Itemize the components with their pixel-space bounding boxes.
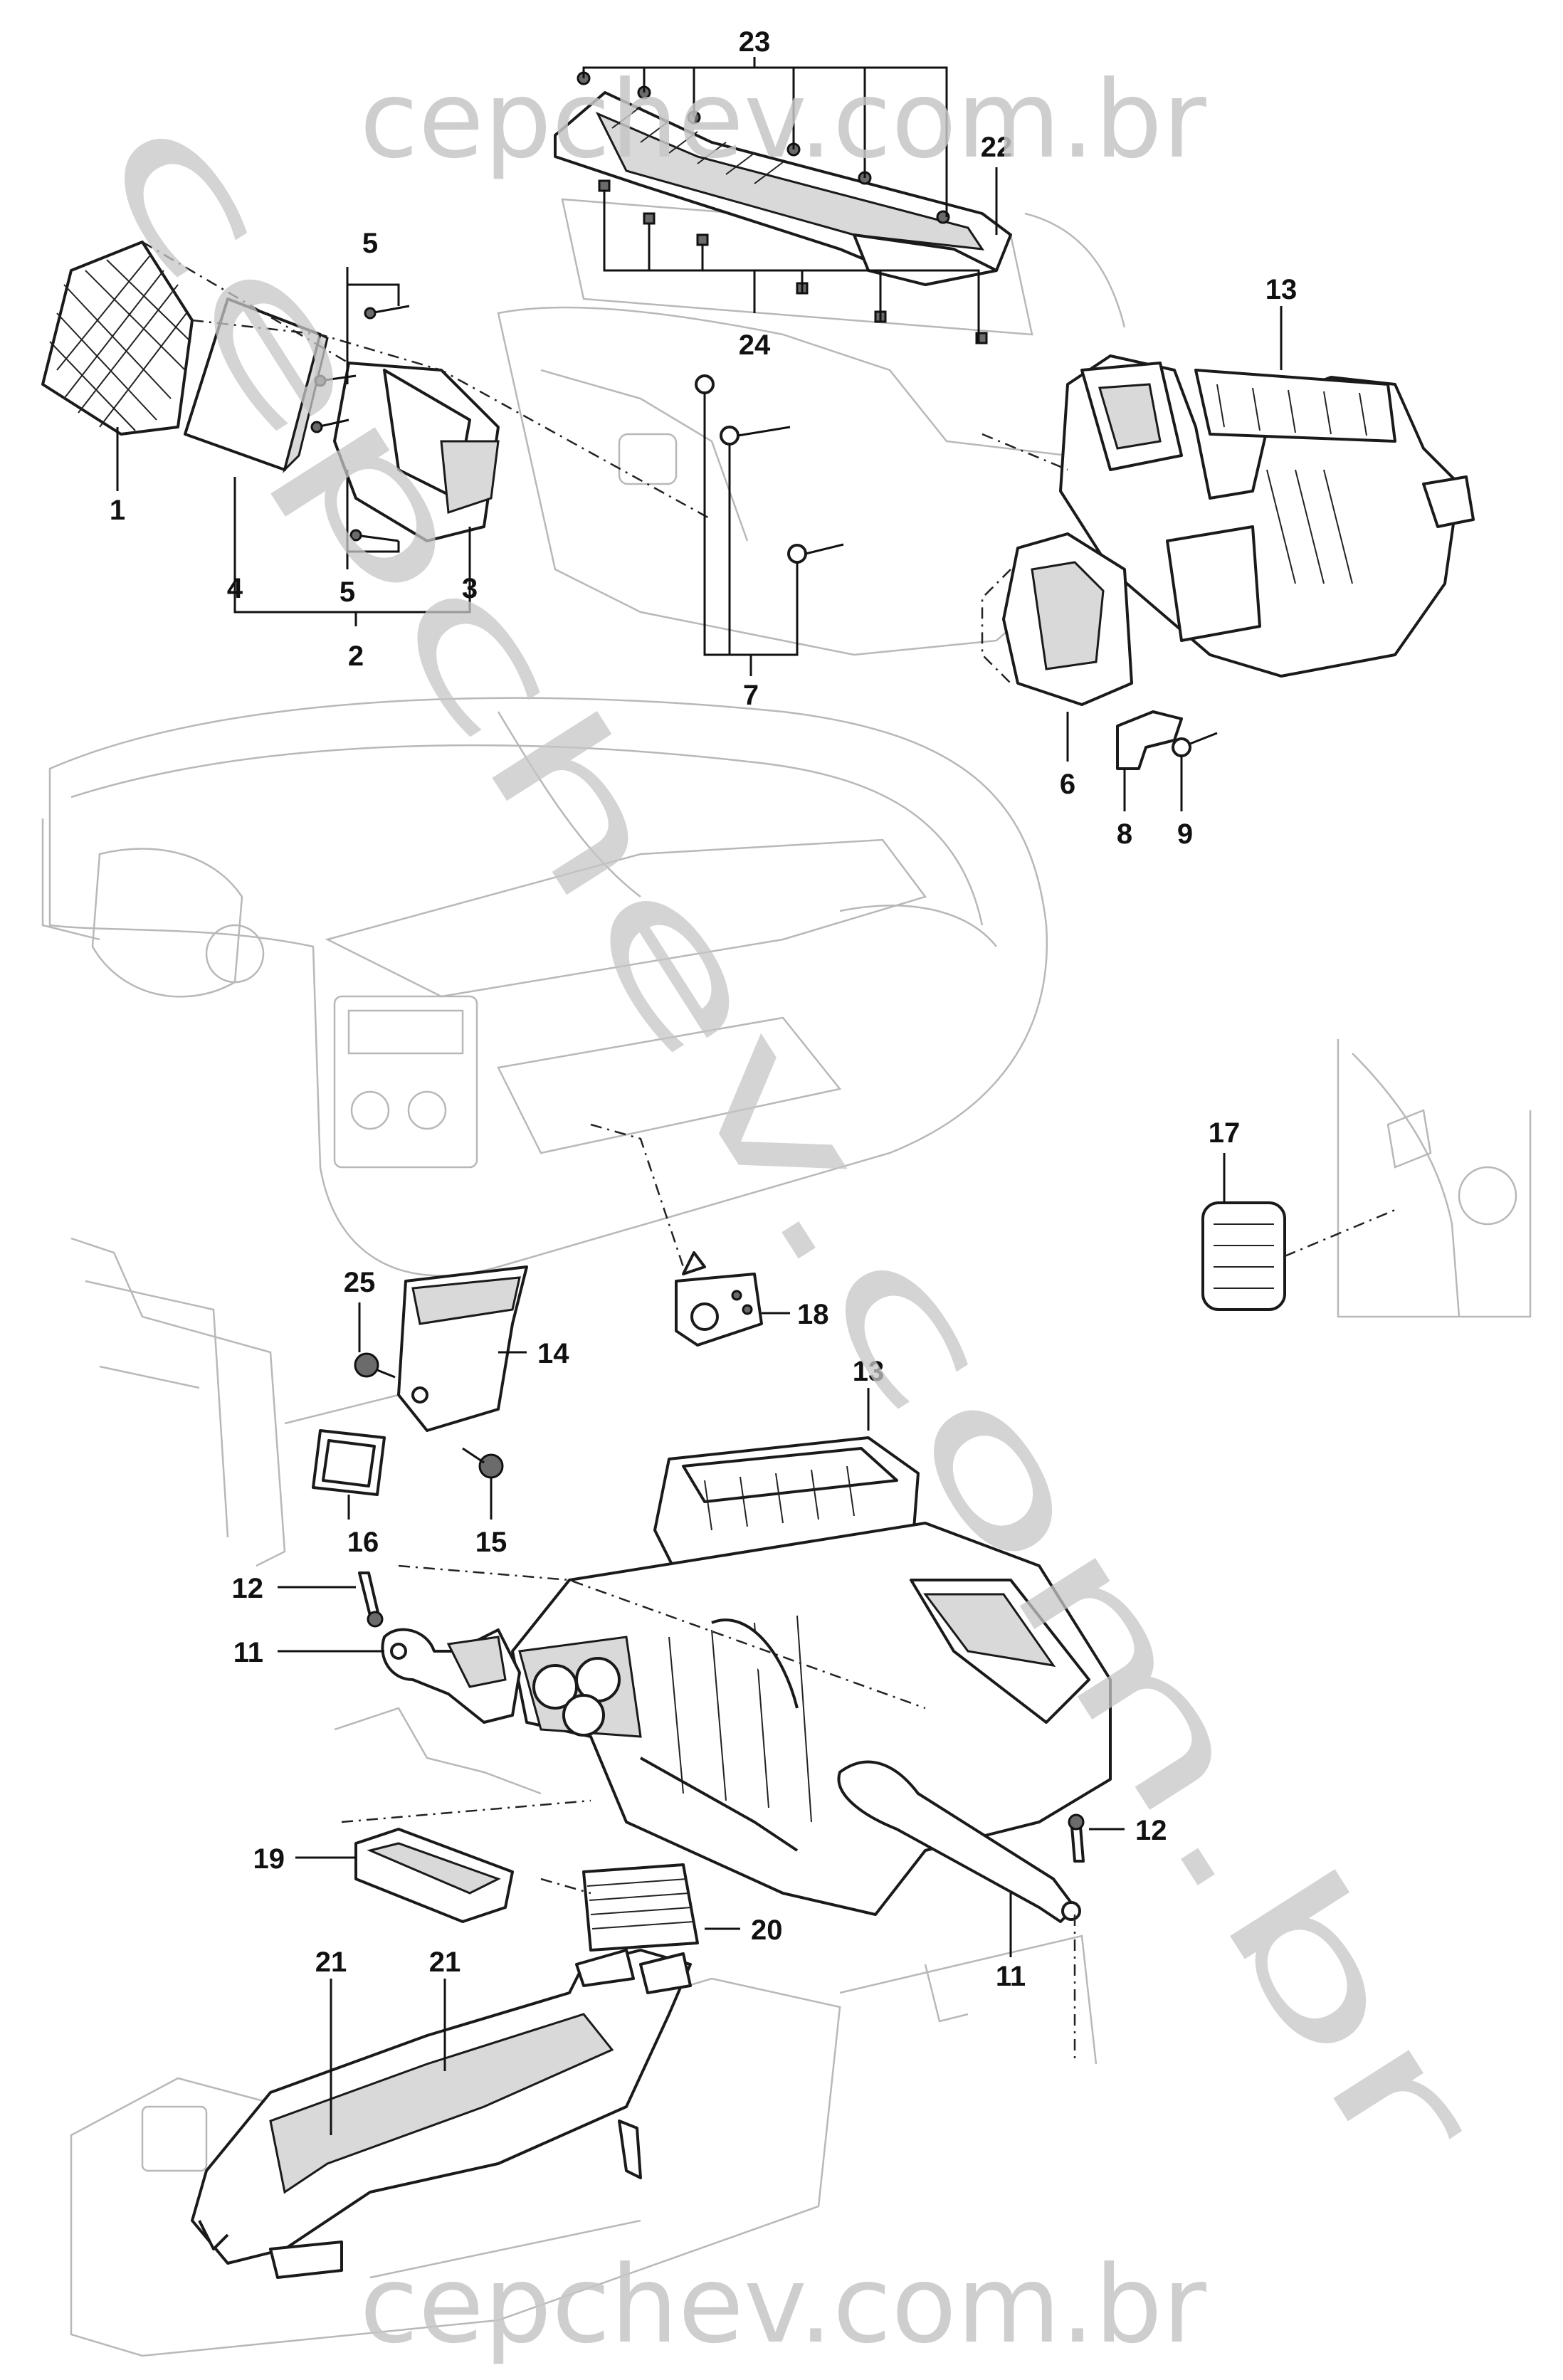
callout-8: 8	[1117, 818, 1132, 850]
air-duct-6	[1002, 532, 1133, 706]
callout-9: 9	[1177, 818, 1193, 850]
hvac-unit-13-lower	[511, 1436, 1112, 1916]
hvac-unit-13-upper	[1059, 354, 1475, 678]
callout-leaders	[116, 167, 1283, 2135]
body-side-ghost-outline	[70, 1237, 1098, 2065]
screws-5	[310, 305, 410, 542]
vent-grille-17	[1201, 1201, 1396, 1311]
callout-2: 2	[348, 641, 364, 672]
callout-25: 25	[344, 1267, 376, 1298]
callout-12-left: 12	[232, 1573, 264, 1604]
callout-6: 6	[1060, 769, 1075, 800]
callout-23: 23	[739, 26, 771, 58]
drain-hose-8	[1116, 710, 1183, 770]
callout-11-right: 11	[996, 1961, 1026, 1992]
floor-tunnel-ghost-outline	[70, 1977, 841, 2357]
callout-21-left: 21	[315, 1947, 347, 1978]
bracket-19	[354, 1828, 514, 1923]
callout-13-lower: 13	[853, 1356, 885, 1387]
duct-14	[397, 1265, 528, 1432]
callout-24: 24	[739, 330, 771, 361]
clip-25	[354, 1352, 396, 1379]
screws-23	[577, 57, 950, 224]
filter-housing-3	[333, 362, 500, 542]
duct-11-left	[334, 1628, 542, 1795]
callout-19: 19	[253, 1843, 285, 1875]
watermark-top: cepchev.com.br	[359, 58, 1206, 182]
callout-7: 7	[743, 680, 759, 711]
callout-21-right: 21	[429, 1947, 461, 1978]
callout-5-top: 5	[362, 228, 378, 259]
clip-12-right	[1068, 1813, 1085, 1863]
cowl-panel-22	[554, 91, 1012, 286]
duct-seal-20	[582, 1863, 699, 1952]
screw-15	[462, 1447, 504, 1479]
duct-11-right	[837, 1760, 1081, 1923]
callout-5-bottom: 5	[340, 576, 355, 608]
screws-24	[598, 179, 988, 344]
callout-18: 18	[797, 1299, 829, 1330]
clip-12-left	[358, 1571, 384, 1628]
callout-16: 16	[347, 1527, 379, 1558]
callout-13-upper: 13	[1265, 274, 1298, 305]
dashboard-ghost-outline	[41, 697, 1048, 1277]
screw-9	[1172, 732, 1218, 757]
callout-1: 1	[110, 495, 125, 526]
callout-4: 4	[227, 573, 243, 604]
callout-14: 14	[537, 1338, 569, 1369]
seal-16	[312, 1429, 386, 1496]
filter-cover-1	[41, 241, 194, 436]
callout-11-left: 11	[233, 1637, 263, 1668]
callout-15: 15	[475, 1527, 507, 1558]
callout-20: 20	[751, 1915, 783, 1946]
watermark-bottom: cepchev.com.br	[359, 2243, 1206, 2367]
callout-labels: 1 2 3 4 5 5 6 7 8 9 11 11 12 12 13 13 14…	[110, 26, 1297, 1992]
control-bracket-18	[590, 1123, 763, 1347]
callout-12-right: 12	[1135, 1815, 1167, 1846]
callout-3: 3	[462, 573, 478, 604]
pillar-ghost-outline	[1337, 1039, 1532, 1318]
floor-ducts-21	[191, 1949, 692, 2279]
filter-element-4	[184, 298, 329, 473]
callout-22: 22	[981, 132, 1013, 163]
screws-7	[695, 374, 844, 564]
callout-17: 17	[1209, 1117, 1241, 1149]
